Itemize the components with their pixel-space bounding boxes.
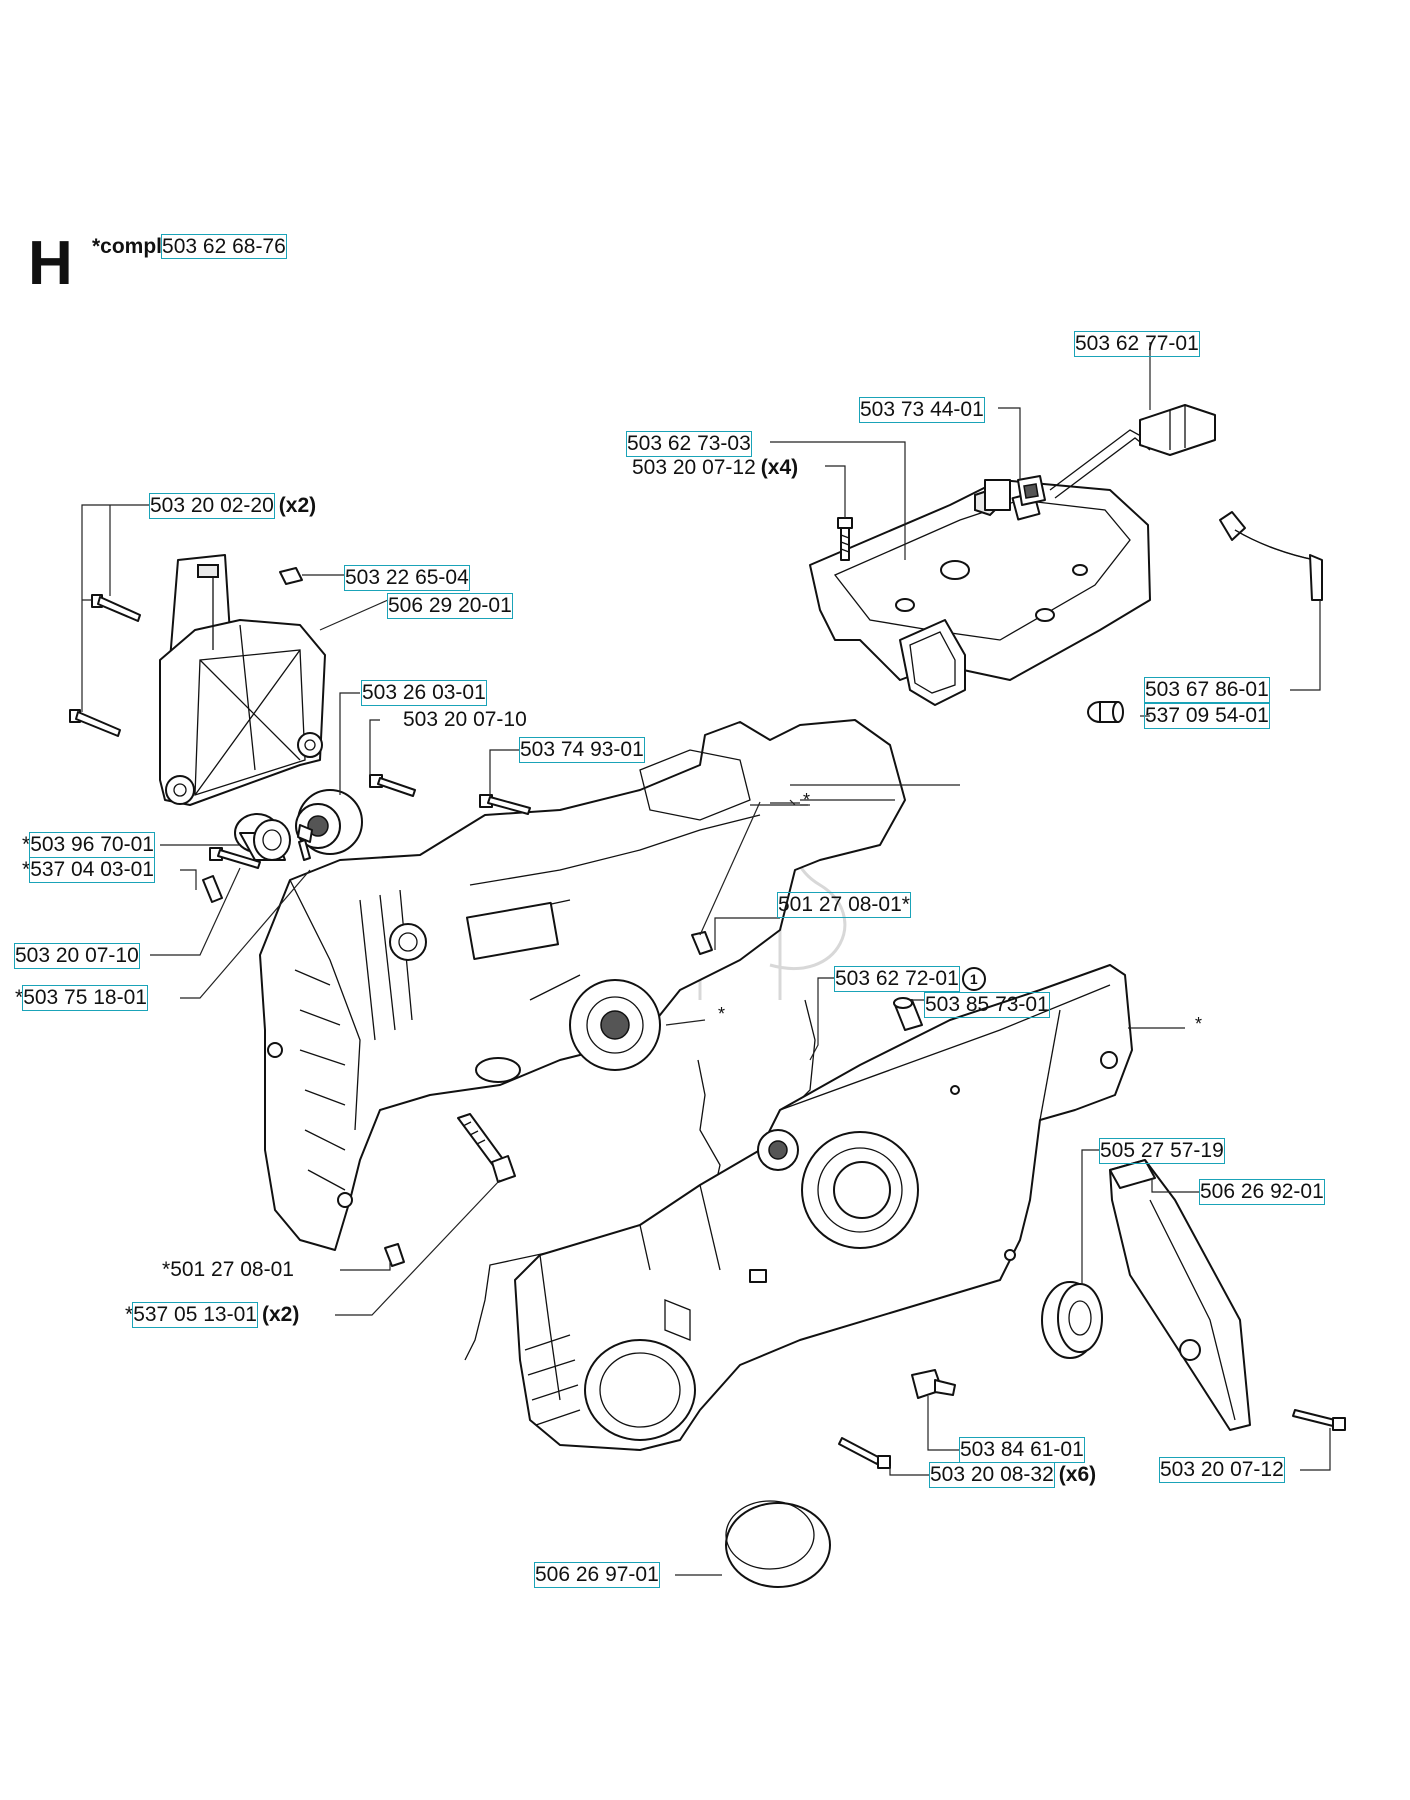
asterisk-marker: *: [1195, 1014, 1203, 1034]
part-label: 503 22 65-04: [344, 565, 470, 591]
part-number-link[interactable]: 503 22 65-04: [344, 565, 470, 591]
part-label: 506 26 97-01: [534, 1562, 660, 1588]
screw-503-20-07-12-right: [1292, 1409, 1346, 1431]
sleeve-503-96-70-01: [234, 813, 291, 861]
part-number-link[interactable]: 537 04 03-01: [29, 857, 155, 883]
part-number-link[interactable]: 503 67 86-01: [1144, 677, 1270, 703]
part-number-link[interactable]: 506 29 20-01: [387, 593, 513, 619]
quantity: (x2): [261, 1303, 300, 1326]
part-number-link[interactable]: 503 73 44-01: [859, 397, 985, 423]
part-number: 503 20 07-12: [632, 456, 756, 479]
part-number-link[interactable]: 506 26 92-01: [1199, 1179, 1325, 1205]
screws-503-20-08-32: [838, 1437, 891, 1469]
section-letter: H: [28, 229, 73, 298]
part-label: 503 20 07-10: [403, 708, 527, 732]
sleeve-503-85-73-01: [893, 997, 923, 1031]
screw-503-20-07-12-top: [837, 517, 853, 561]
cylinder-cover-part: [809, 479, 1151, 706]
part-number-link[interactable]: 503 62 77-01: [1074, 331, 1200, 357]
screws-503-20-02-20: [69, 594, 141, 737]
part-number-link[interactable]: 503 85 73-01: [924, 992, 1050, 1018]
crankcase-right-part: [514, 964, 1133, 1451]
part-label: 503 73 44-01: [859, 397, 985, 423]
part-number-link[interactable]: 537 05 13-01: [132, 1302, 258, 1328]
seal-505-27-57-19: [1041, 1281, 1103, 1359]
asterisk-marker: *: [718, 1004, 726, 1024]
pin-501-27-08-01-b: [384, 1243, 405, 1267]
asterisk-marker: *: [803, 790, 811, 810]
part-number-link[interactable]: 503 20 07-12: [1159, 1457, 1285, 1483]
part-label: 503 62 77-01: [1074, 331, 1200, 357]
part-number-link[interactable]: 501 27 08-01*: [777, 892, 911, 918]
part-label: 506 29 20-01: [387, 593, 513, 619]
part-label: *537 05 13-01(x2): [125, 1302, 300, 1328]
part-label: 503 67 86-01: [1144, 677, 1270, 703]
complete-assembly-label: *compl503 62 68-76: [92, 234, 287, 259]
star-mark: *: [125, 1303, 134, 1326]
quantity: (x4): [760, 456, 799, 479]
part-number-link[interactable]: 503 26 03-01: [361, 680, 487, 706]
star-mark: *: [15, 986, 24, 1009]
part-number: 503 20 07-10: [403, 708, 527, 731]
part-number-link[interactable]: 503 62 72-01: [834, 966, 960, 992]
stud-537-05-13-01: [457, 1113, 516, 1183]
part-label: 505 27 57-19: [1099, 1138, 1225, 1164]
part-label: *537 04 03-01: [22, 857, 155, 883]
star-mark: *: [22, 833, 31, 856]
part-number-link[interactable]: 505 27 57-19: [1099, 1138, 1225, 1164]
hose-503-67-86-01: [1219, 511, 1323, 601]
valve-503-75-18-01: [297, 824, 313, 861]
part-label: *501 27 08-01: [162, 1258, 294, 1282]
screws-503-20-07-10-upper: [369, 774, 531, 815]
part-label: 501 27 08-01*: [777, 892, 911, 918]
quantity: (x6): [1058, 1463, 1097, 1486]
compl-prefix: *compl: [92, 235, 163, 258]
cover-506-26-92-01: [1109, 1159, 1251, 1431]
leader-lines: [81, 342, 1331, 1576]
part-label: 503 20 07-12(x4): [632, 456, 798, 480]
part-label: 503 20 07-10: [14, 943, 140, 969]
part-label: 503 85 73-01: [924, 992, 1050, 1018]
part-label: 503 20 08-32(x6): [929, 1462, 1097, 1488]
part-label: *503 96 70-01: [22, 832, 155, 858]
nut-503-22-65-04: [279, 567, 303, 585]
screw-503-20-07-10-left: [209, 847, 261, 869]
crankcase-left-part: [259, 719, 906, 1251]
cable-503-62-77-01: [1049, 404, 1216, 499]
part-label: 503 20 02-20(x2): [149, 493, 317, 519]
part-number-link[interactable]: 503 20 07-10: [14, 943, 140, 969]
part-number-link[interactable]: 503 75 18-01: [22, 985, 148, 1011]
part-number-link[interactable]: 503 96 70-01: [29, 832, 155, 858]
part-number-link[interactable]: 503 62 73-03: [626, 431, 752, 457]
footnote-circle: 1: [961, 967, 986, 991]
buffer-503-84-61-01: [911, 1369, 956, 1399]
cap-506-26-97-01: [725, 1500, 831, 1588]
star-mark: *: [22, 858, 31, 881]
part-label: 503 74 93-01: [519, 737, 645, 763]
part-number-link[interactable]: 506 26 97-01: [534, 1562, 660, 1588]
part-label: 503 84 61-01: [959, 1437, 1085, 1463]
part-label: 503 62 73-03: [626, 431, 752, 457]
part-label: 537 09 54-01: [1144, 703, 1270, 729]
part-number-link[interactable]: 503 20 02-20: [149, 493, 275, 519]
part-number-link[interactable]: 537 09 54-01: [1144, 703, 1270, 729]
part-number-link[interactable]: 503 20 08-32: [929, 1462, 1055, 1488]
part-label: *503 75 18-01: [15, 985, 148, 1011]
part-number-link[interactable]: 503 84 61-01: [959, 1437, 1085, 1463]
compl-part-number[interactable]: 503 62 68-76: [161, 234, 287, 259]
quantity: (x2): [278, 494, 317, 517]
pin-537-04-03-01: [202, 875, 223, 903]
star-mark: *: [162, 1258, 171, 1281]
plug-537-09-54-01: [1087, 701, 1124, 723]
part-label: 503 26 03-01: [361, 680, 487, 706]
part-number: 501 27 08-01: [170, 1258, 294, 1281]
cover-506-29-20-01: [159, 554, 326, 806]
part-number-link[interactable]: 503 74 93-01: [519, 737, 645, 763]
boot-503-73-44-01: [1017, 475, 1046, 506]
part-label: 503 20 07-12: [1159, 1457, 1285, 1483]
part-label: 506 26 92-01: [1199, 1179, 1325, 1205]
